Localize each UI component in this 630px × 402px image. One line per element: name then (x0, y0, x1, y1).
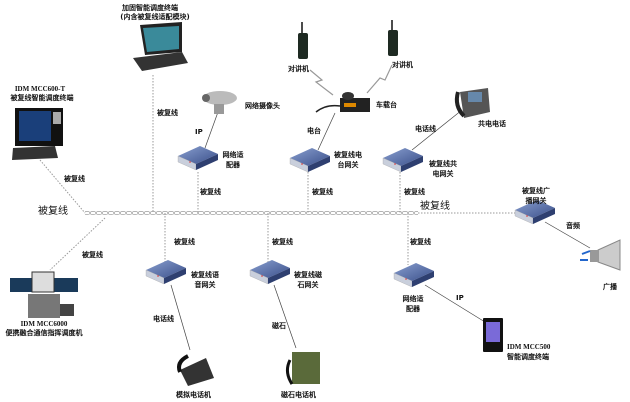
adapter-label: 网络适配器 (402, 295, 424, 313)
link-label: IP (456, 294, 464, 302)
vehicle-radio-label: 车载台 (376, 101, 397, 109)
link-label: 音频 (566, 222, 580, 230)
mcc6000-model: IDM MCC6000 (20, 320, 68, 328)
magneto-phone-icon (285, 352, 320, 385)
dotted-links (39, 75, 409, 271)
link-label: IP (195, 128, 203, 136)
broadcast-speaker-icon (580, 239, 621, 271)
voice-gateway-label: 被复线语音网关 (191, 271, 219, 289)
link-label: 被复线 (64, 175, 85, 183)
voice-gateway-icon (145, 259, 187, 285)
link-label: 被复线 (404, 188, 425, 196)
walkie-talkie-icon (388, 20, 398, 56)
solid-links (170, 109, 591, 351)
laptop-subtitle: (内含被复线适配模块) (120, 13, 190, 21)
wireless-icon (309, 69, 334, 96)
link-label: 电话线 (153, 315, 174, 323)
analog-phone-label: 模拟电话机 (176, 391, 211, 399)
vehicle-radio-icon (315, 92, 370, 113)
magneto-gateway-icon (249, 259, 291, 285)
smart-terminal-icon (483, 318, 503, 352)
laptop-title: 加固智能调度终端 (122, 4, 178, 12)
walkie-talkie-icon (298, 22, 308, 59)
portable-dispatcher-icon (10, 271, 78, 318)
mcc600t-model: IDM MCC600-T (14, 85, 66, 93)
bus-label: 被复线 (420, 201, 450, 212)
mcc600t-name: 被复线智能调度终端 (10, 94, 74, 102)
mcc500-model: IDM MCC500 (507, 343, 551, 351)
link-label: 被复线 (157, 109, 178, 117)
link-label: 磁石 (272, 322, 286, 330)
phone-gateway-icon (382, 147, 424, 173)
network-camera-icon (202, 91, 237, 114)
link-label: 被复线 (200, 188, 221, 196)
adapter-label: 网络适配器 (222, 151, 244, 169)
broadcast-gateway-label: 被复线广播网关 (522, 187, 550, 205)
ip-phone-icon (454, 88, 490, 118)
walkie-talkie-label: 对讲机 (392, 61, 413, 69)
bus-label: 被复线 (38, 206, 68, 217)
magneto-gateway-label: 被复线磁石网关 (294, 271, 322, 289)
mcc6000-name: 便携融合通信指挥调度机 (5, 329, 83, 337)
common-phone-label: 共电电话 (478, 120, 506, 128)
camera-label: 网络摄像头 (245, 102, 280, 110)
link-label: 被复线 (82, 251, 103, 259)
link-label: 电台 (307, 127, 321, 135)
link-label: 被复线 (312, 188, 333, 196)
dispatch-terminal-icon (12, 108, 63, 160)
link-label: 被复线 (410, 238, 431, 246)
network-adapter-icon (177, 145, 219, 171)
broadcast-label: 广播 (603, 283, 617, 291)
radio-gateway-label: 被复线电台网关 (334, 151, 362, 169)
link-label: 被复线 (272, 238, 293, 246)
link-label: 电话线 (415, 125, 436, 133)
radio-gateway-icon (289, 147, 331, 173)
wireless-icon (366, 64, 393, 94)
analog-phone-icon (177, 354, 214, 386)
bus-line (85, 210, 418, 216)
mcc500-name: 智能调度终端 (507, 353, 549, 361)
phone-gateway-label: 被复线共电网关 (429, 160, 457, 178)
walkie-talkie-label: 对讲机 (288, 65, 309, 73)
link-label: 被复线 (174, 238, 195, 246)
laptop-icon (133, 22, 188, 71)
magneto-phone-label: 磁石电话机 (281, 391, 316, 399)
network-adapter-icon (393, 262, 435, 288)
